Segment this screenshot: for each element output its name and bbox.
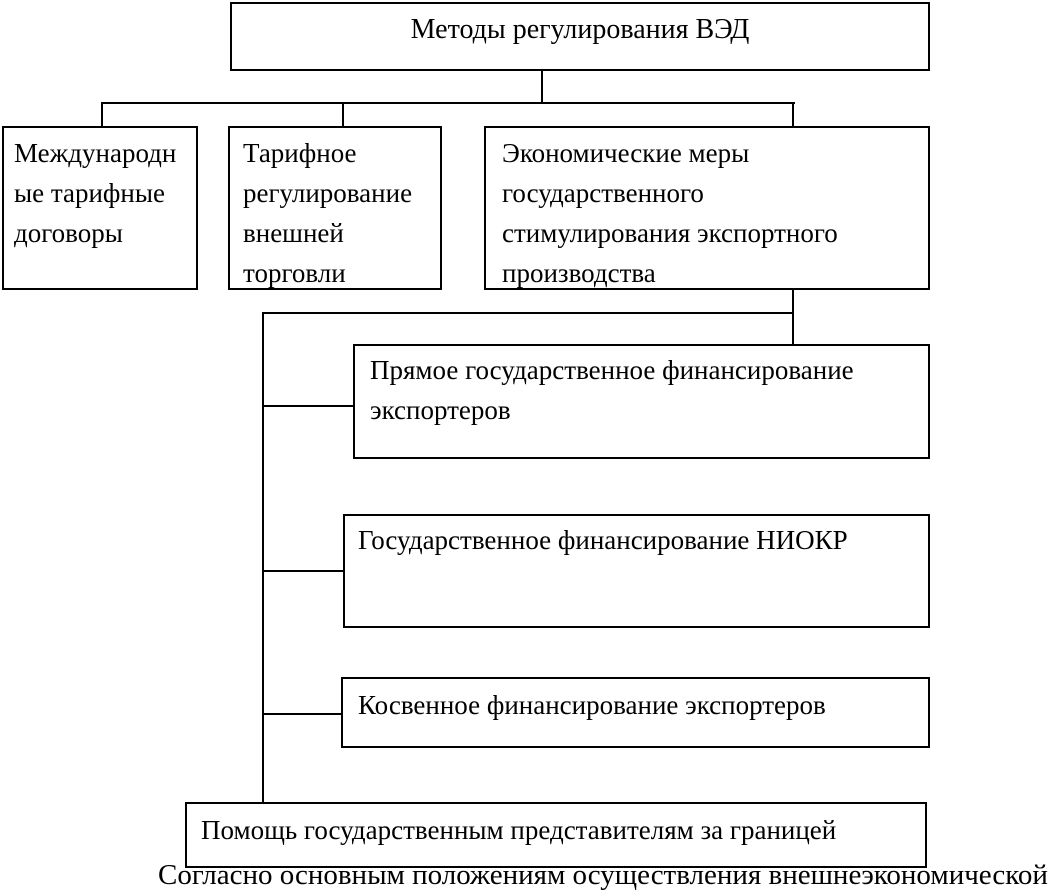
node-tariff-regulation: Тарифное регулирование внешней торговли	[228, 126, 442, 290]
connector-stub-indirect-financing	[264, 713, 343, 715]
node-economic-measures: Экономические меры государственного стим…	[484, 126, 930, 290]
node-indirect-financing: Косвенное финансирование экспортеров	[341, 677, 930, 748]
node-rnd-state-financing: Государственное финансирование НИОКР	[343, 514, 930, 628]
node-methods-root: Методы регулирования ВЭД	[230, 2, 930, 71]
connector-drop-tariff	[342, 102, 344, 126]
connector-stub-rnd-financing	[264, 570, 345, 572]
connector-level1-horizontal	[101, 102, 795, 104]
caption-text: Согласно основным положениям осуществлен…	[158, 859, 1048, 891]
connector-drop-economic	[792, 102, 794, 126]
connector-mid-horizontal	[263, 312, 794, 314]
connector-economic-down	[792, 290, 794, 346]
connector-root-down	[541, 71, 543, 103]
node-help-state-representatives: Помощь государственным представителям за…	[185, 802, 927, 868]
node-direct-state-financing: Прямое государственное финансирование эк…	[353, 344, 930, 459]
connector-stub-direct-financing	[264, 405, 355, 407]
connector-spine-vertical	[262, 312, 264, 804]
connector-drop-international	[101, 102, 103, 126]
node-international-tariff-agreements: Международн ые тарифные договоры	[2, 126, 198, 290]
